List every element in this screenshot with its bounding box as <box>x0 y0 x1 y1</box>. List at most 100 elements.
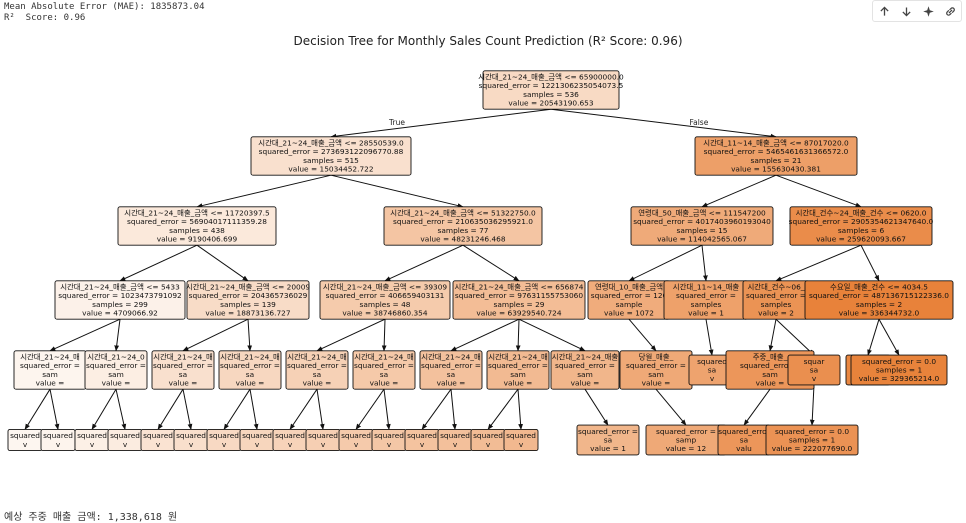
tree-edge-n14-n29 <box>878 318 900 356</box>
link-icon[interactable] <box>941 2 959 20</box>
tree-node-text: samples = 1 <box>876 366 923 375</box>
tree-node-text: 시간대_21~24_매출 <box>552 353 619 362</box>
tree-edge-n19-n38 <box>289 388 318 430</box>
tree-node-text: sa <box>179 370 187 379</box>
tree-node-text: squared <box>275 431 305 440</box>
tree-node-text: 시간대_21~24_매출_금액 <= 20009 <box>186 283 311 292</box>
tree-edge-n21-n43 <box>450 389 457 430</box>
tree-node-text: value = <box>169 378 198 387</box>
tree-edge-n17-n34 <box>157 388 184 430</box>
tree-node-box <box>452 280 586 320</box>
tree-edge-n23-n46 <box>584 388 609 426</box>
tree-edge-n7-n15 <box>49 318 121 352</box>
tree-node-text: samples = 139 <box>220 300 276 309</box>
tree-node-box <box>352 350 416 390</box>
tree-node-text: 시간대_21~24_매출_금액 <= 51322750.0 <box>390 209 536 218</box>
tree-node-text: squared_error = <box>220 361 280 370</box>
tree-node-text: squared <box>374 431 404 440</box>
tree-node-text: squared_error = <box>656 427 716 436</box>
tree-edge-n1-n3 <box>196 174 332 208</box>
tree-node-text: 연령대_10_매출_금액 <box>595 283 663 292</box>
tree-node-text: samp <box>676 436 697 445</box>
tree-node-text: v <box>354 440 359 449</box>
tree-node-text: v <box>453 440 458 449</box>
tree-node-box <box>550 350 620 390</box>
tree-node-text: squared <box>143 431 173 440</box>
tree-node-text: squared_error = <box>287 361 347 370</box>
tree-node-box <box>850 354 948 386</box>
tree-node-text: squared <box>43 431 73 440</box>
tree-node-box <box>630 206 774 246</box>
tree-node-text: v <box>288 440 293 449</box>
tree-node-text: 시간대_11~14_매출 <box>673 283 740 292</box>
tree-node-box <box>503 428 539 452</box>
arrow-up-icon[interactable] <box>875 2 893 20</box>
decision-tree-chart: Decision Tree for Monthly Sales Count Pr… <box>7 34 954 456</box>
chart-title: Decision Tree for Monthly Sales Count Pr… <box>293 34 682 48</box>
tree-node-text: v <box>189 440 194 449</box>
tree-edge-n21-n42 <box>421 388 452 430</box>
tree-edges <box>24 108 900 430</box>
tree-node-text: samples = 515 <box>303 156 359 165</box>
tree-node-text: sa <box>313 370 321 379</box>
tree-node-text: value = 38746860.354 <box>342 308 427 317</box>
tree-node-text: value = 155630430.381 <box>731 164 821 173</box>
tree-node-text: 시간대_21~24_0 <box>87 353 145 362</box>
tree-node-text: sam <box>577 370 593 379</box>
tree-node-text: squared_error = <box>354 361 414 370</box>
tree-edge-n7-n16 <box>114 319 121 352</box>
tree-node-text: 시간대_21~24_매 <box>220 353 280 362</box>
tree-node-text: samples <box>691 300 722 309</box>
tree-node-text: squared <box>308 431 338 440</box>
tree-node-box <box>482 70 620 110</box>
tree-edge-n9-n19 <box>316 318 386 352</box>
tree-node-text: samples = 1 <box>789 436 836 445</box>
tree-node-text: 시간대_21~24_매출_금액 <= 28550539.0 <box>258 139 404 148</box>
tree-edge-n10-n21 <box>450 318 520 352</box>
tree-node-text: v <box>710 374 715 383</box>
tree-node-text: value = <box>102 378 131 387</box>
tree-node-text: sam <box>42 370 58 379</box>
tree-node-box <box>84 350 148 390</box>
tree-node-text: squared <box>77 431 107 440</box>
tree-node-text: squared <box>110 431 140 440</box>
tree-node-text: squared_error = <box>626 361 686 370</box>
sparkle-icon[interactable] <box>919 2 937 20</box>
arrow-down-icon[interactable] <box>897 2 915 20</box>
tree-node-text: value = 18873136.727 <box>205 308 290 317</box>
tree-node-text: sam <box>762 370 778 379</box>
tree-node-text: value = 222077690.0 <box>772 444 853 453</box>
tree-node-text: 시간대_11~14_매출_금액 <= 87017020.0 <box>703 139 849 148</box>
tree-node-text: squared_error = <box>421 361 481 370</box>
tree-node-text: samples = 21 <box>750 156 801 165</box>
tree-node-n0: 시간대_21~24_매출_금액 <= 65900000.0squared_err… <box>478 70 624 110</box>
tree-node-text: squared <box>697 357 727 366</box>
tree-node-text: value = 1072 <box>604 308 654 317</box>
tree-node-box <box>250 136 412 176</box>
tree-node-text: value = 329365214.0 <box>859 374 940 383</box>
tree-edge-n24-n47 <box>655 388 687 426</box>
tree-node-text: v <box>123 440 128 449</box>
tree-node-text: squared_error = <box>153 361 213 370</box>
tree-node-text: squared <box>176 431 206 440</box>
tree-node-text: value = <box>370 378 399 387</box>
tree-node-box <box>804 280 954 320</box>
tree-edge-n27-n49 <box>809 384 815 426</box>
tree-node-box <box>419 350 483 390</box>
tree-nodes: 시간대_21~24_매출_금액 <= 65900000.0squared_err… <box>7 70 954 456</box>
tree-edge-n16-n33 <box>115 389 127 430</box>
tree-node-text: value = 114042565.067 <box>657 234 747 243</box>
tree-edge-n2-n6 <box>775 174 862 208</box>
tree-node-text: 시간대_21~24_매출_금액 <= 11720397.5 <box>124 209 270 218</box>
